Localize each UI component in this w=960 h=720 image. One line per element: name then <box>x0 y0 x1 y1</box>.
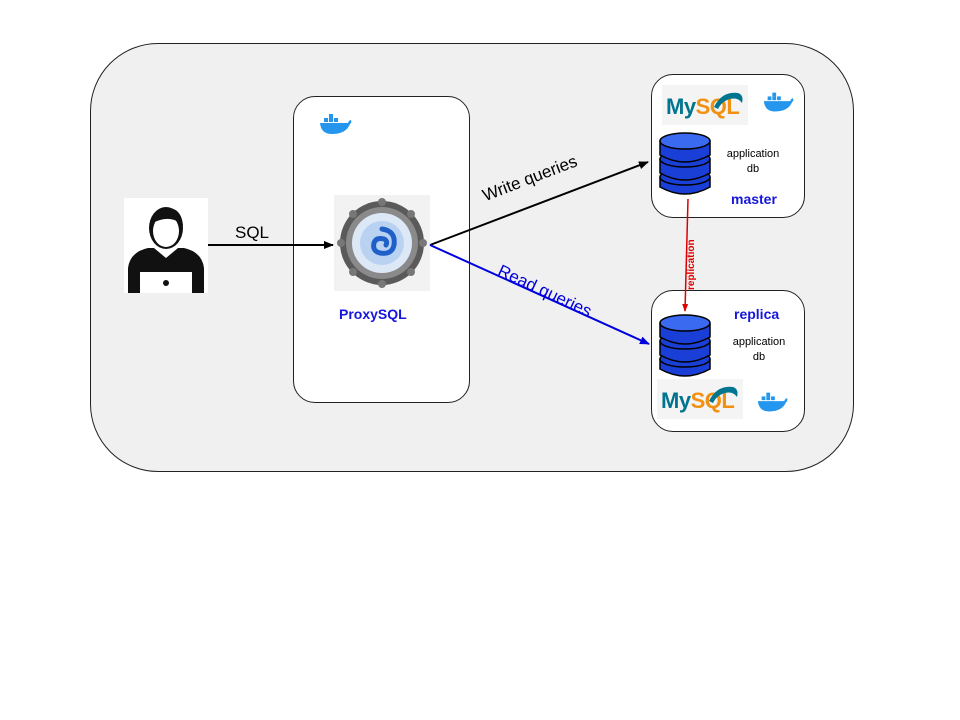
docker-whale-icon <box>318 114 352 141</box>
proxysql-logo <box>334 195 430 296</box>
replica-db-line2: db <box>752 351 766 363</box>
replica-db-label: application db <box>722 335 796 365</box>
write-arrow <box>429 161 649 246</box>
replica-title: replica <box>734 306 780 322</box>
docker-whale-icon <box>762 92 794 119</box>
dolphin-icon <box>714 92 743 109</box>
mysql-logo: MySQL <box>662 85 748 125</box>
replication-label: replication <box>686 239 697 290</box>
database-icon <box>658 131 712 202</box>
master-db-line1: application <box>726 148 780 160</box>
replication-arrow <box>682 198 689 312</box>
mysql-logo-my: My <box>661 388 691 413</box>
replica-db-line1: application <box>732 336 786 348</box>
mysql-logo-my: My <box>666 94 696 119</box>
read-arrow <box>429 244 650 345</box>
master-title: master <box>731 191 777 207</box>
user-laptop-icon <box>124 198 208 293</box>
mysql-logo: MySQL <box>657 379 743 419</box>
sql-edge-label: SQL <box>235 223 270 242</box>
dolphin-icon <box>709 386 738 403</box>
docker-whale-icon <box>756 392 788 419</box>
master-db-line2: db <box>746 163 760 175</box>
proxysql-label: ProxySQL <box>339 306 407 322</box>
database-icon <box>658 313 712 384</box>
master-db-label: application db <box>716 147 790 177</box>
